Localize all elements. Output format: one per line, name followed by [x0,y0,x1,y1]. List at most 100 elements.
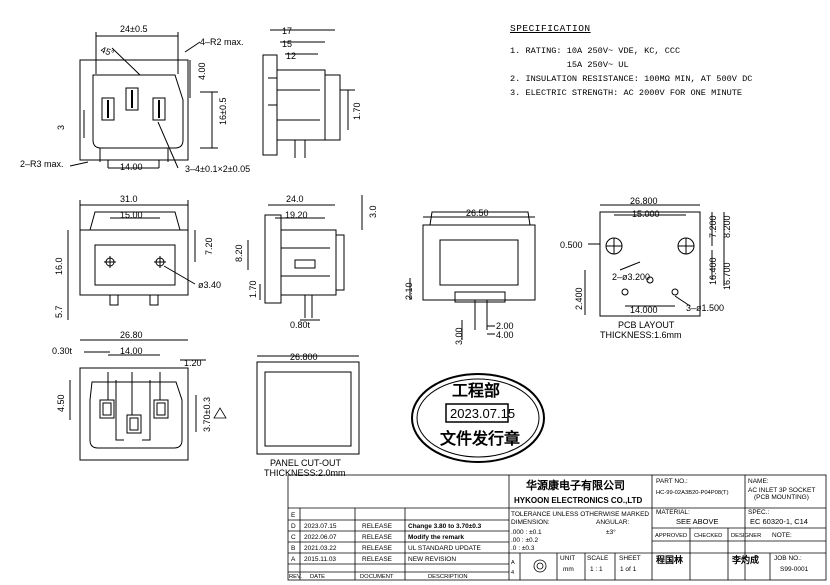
revision-cell: C [291,534,296,541]
stamp-top: 工程部 [452,381,500,400]
part-no: HC-99-02A3B20-P04P08(T) [656,490,729,496]
dimension-label: DIMENSION: [511,519,550,526]
view-top-side [262,29,355,158]
dim-pins: 3–4±0.1×2±0.05 [185,164,250,174]
view-panel-cutout [256,355,360,455]
dim-31: 31.0 [120,194,138,204]
dim-hole-1500: 3–ø1.500 [686,303,724,313]
revision-cell: 2021.03.22 [304,545,337,552]
dim-15: 15 [282,39,292,49]
company-cn: 华源康电子有限公司 [526,478,625,492]
revision-cell: NEW REVISION [408,556,456,563]
dim-170-side: 1.70 [248,280,258,298]
unit: mm [563,566,574,573]
material-label: MATERIAL: [656,509,690,516]
dim-400: 4.00 [496,330,514,340]
dim-16: 16±0.5 [218,98,228,125]
name-line2: (PCB MOUNTING) [754,494,809,501]
dim-15-mid: 15.00 [120,210,143,220]
revision-cell: Change 3.80 to 3.70±0.3 [408,523,482,530]
tol1: .000 : ±0.1 [511,529,542,536]
view-pcb-layout [584,204,725,317]
job: S99-0001 [780,566,809,573]
dim-8200: 8.200 [722,215,732,238]
dim-r2: 4–R2 max. [200,37,244,47]
dim-2400: 2.400 [574,287,584,310]
unit-label: UNIT [560,555,575,562]
view-mid-front [67,200,196,320]
approved-label: APPROVED [655,533,687,539]
dim-17: 17 [282,26,292,36]
job-label: JOB NO.: [774,555,802,562]
dim-r3: 2–R3 max. [20,159,64,169]
dim-1920: 19.20 [285,210,308,220]
dim-26800: 26.800 [630,196,658,206]
dim-370: 3.70±0.3 [202,397,212,432]
view-bottom-front [69,339,227,461]
name-line1: AC INLET 3P SOCKET [748,487,815,494]
angle-symbol-a: A [511,560,515,566]
dim-030t: 0.30t [52,346,73,356]
dim-080t: 0.80t [290,320,311,330]
company-en: HYKOON ELECTRONICS CO.,LTD [514,496,643,505]
dim-hole-340: ø3.40 [198,280,221,290]
revision-cell: 2015.11.03 [304,556,336,563]
title-block [287,474,827,581]
spec-line-2: 15A 250V~ UL [510,60,629,70]
dim-45deg: 45° [99,44,116,58]
designer-name: 李灼成 [731,554,759,566]
panel-cutout-label: PANEL CUT-OUT [270,458,342,468]
dim-820: 8.20 [234,244,244,262]
dim-300: 3.00 [454,327,464,345]
revision-cell: Modify the remark [408,534,464,541]
dim-200: 2.00 [496,321,514,331]
angular-value: ±3° [606,528,616,536]
angle-symbol-4: 4 [511,570,514,576]
revision-cell: UL STANDARD UPDATE [408,545,481,552]
tol3: .0 : ±0.3 [511,545,535,552]
checked-label: CHECKED [694,533,722,539]
spec-label: SPEC.: [748,509,770,516]
revision-cell: B [291,545,295,552]
revision-cell: RELEASE [362,523,393,530]
pcb-layout-label: PCB LAYOUT [618,320,675,330]
panel-thickness: THICKNESS:2.0mm [264,468,346,478]
revision-cell: RELEASE [362,556,393,563]
scale-label: SCALE [587,555,609,562]
revision-cell: 2023.07.15 [304,523,337,530]
dim-15000: 15.000 [632,209,660,219]
dim-14: 14.00 [120,162,143,172]
revision-cell: RELEASE [362,545,393,552]
stamp-bottom: 文件发行章 [440,429,520,448]
dim-170: 1.70 [352,102,362,120]
material: SEE ABOVE [676,517,719,526]
dim-3-side: 3.0 [368,205,378,218]
dim-2680: 26.80 [120,330,143,340]
revision-header: DATE [310,574,325,580]
spec-heading: SPECIFICATION [510,23,591,34]
dim-14000: 14.000 [630,305,658,315]
revision-header: REV. [289,574,302,580]
dim-450: 4.50 [56,394,66,412]
spec-line-3: 2. INSULATION RESISTANCE: 100MΩ MIN, AT … [510,74,753,84]
name-label: NAME: [748,478,769,485]
revision-cell: A [291,556,296,563]
dim-3: 3 [56,125,66,130]
spec-line-1: 1. RATING: 10A 250V~ VDE, KC, CCC [510,46,681,56]
dim-2650: 26.50 [466,208,489,218]
dim-24: 24±0.5 [120,24,147,34]
revision-cell: RELEASE [362,534,393,541]
revision-header: DOCUMENT [360,574,394,580]
pcb-thickness: THICKNESS:1.6mm [600,330,682,340]
dim-720: 7.20 [204,237,214,255]
scale: 1 : 1 [590,566,603,573]
designer-label: DESIGNER [731,533,761,539]
dim-16400: 16.400 [708,257,718,285]
view-top-front [69,32,218,169]
release-stamp [411,373,545,463]
note-label: NOTE: [772,532,792,539]
dim-210: 2.10 [404,282,414,300]
revision-cell: E [291,512,296,519]
sheet-label: SHEET [619,555,641,562]
